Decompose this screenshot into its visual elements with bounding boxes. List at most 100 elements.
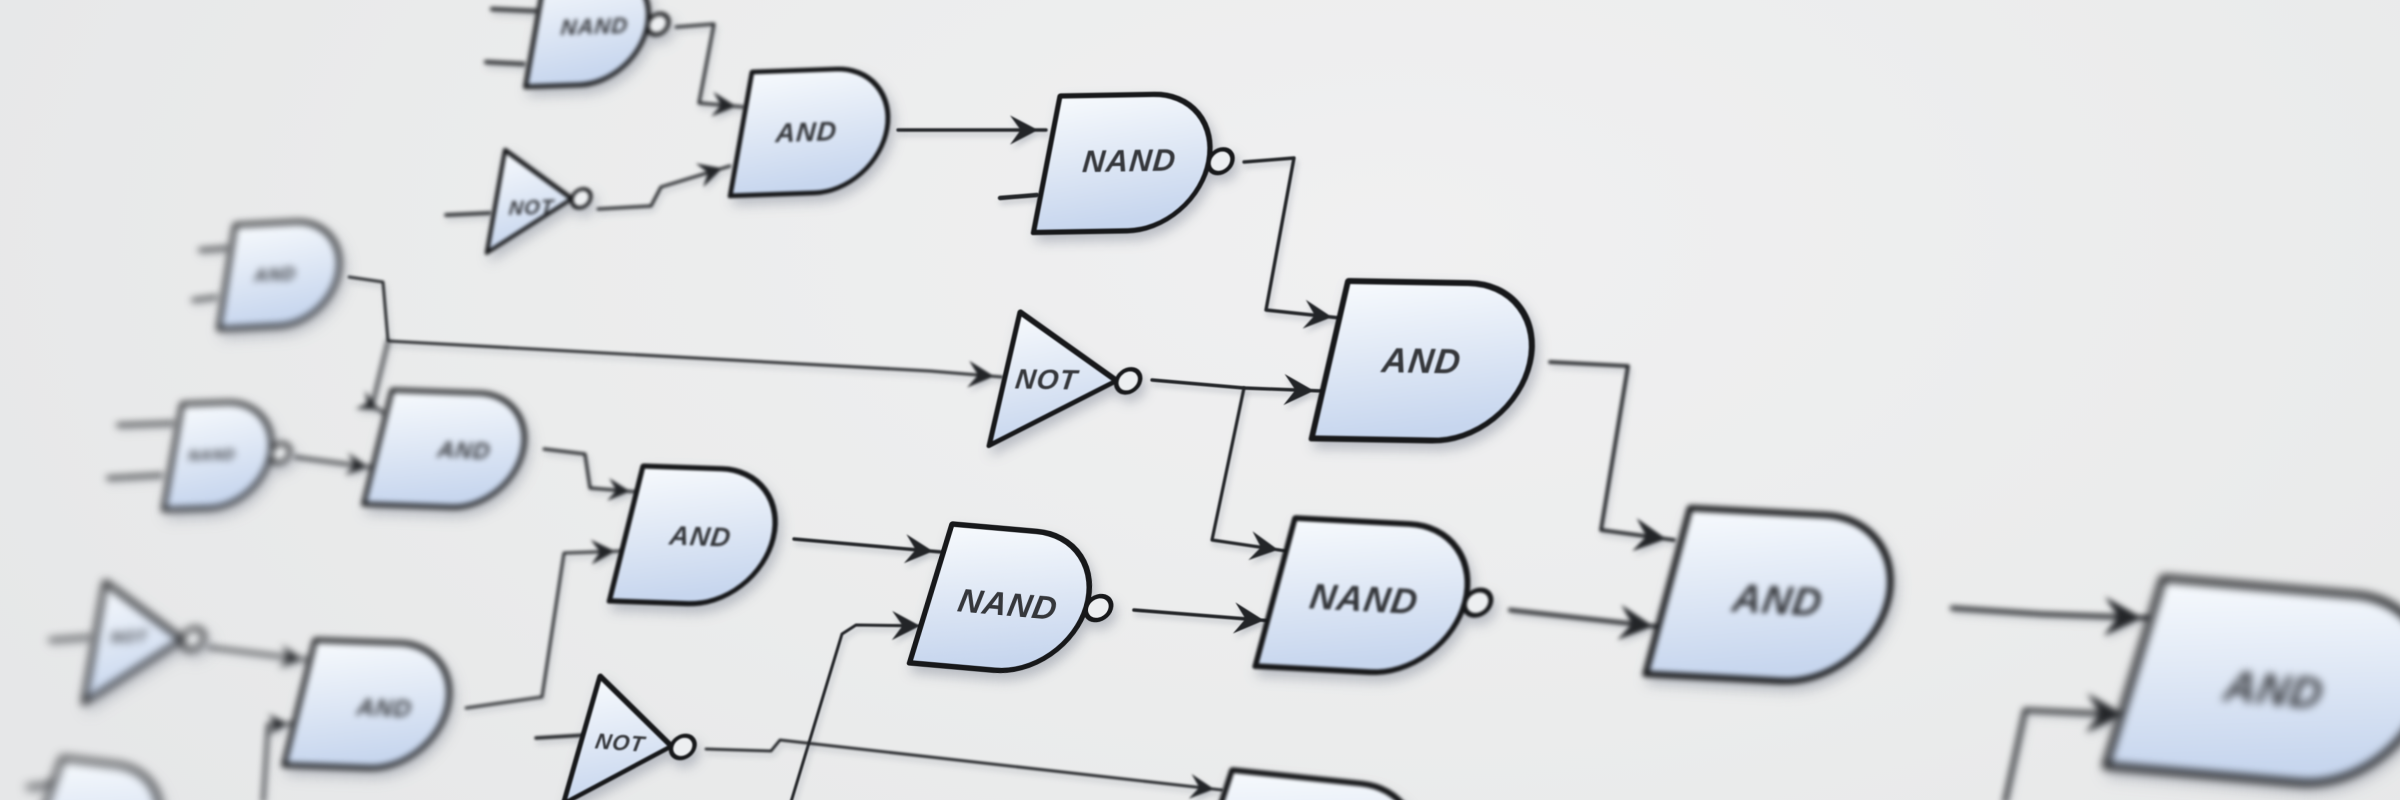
wire-29[interactable] (534, 733, 588, 740)
wire-arrowhead-icon (344, 452, 369, 476)
inverter-bubble-icon (645, 11, 671, 37)
and-gate-body (727, 66, 891, 199)
wire-segment (542, 447, 640, 494)
wire-16[interactable] (464, 539, 625, 710)
wire-segment (490, 7, 539, 13)
wire-arrowhead-icon (1632, 518, 1667, 552)
wire-arrowhead-icon (1302, 299, 1332, 329)
inverter-bubble-icon (1461, 587, 1494, 618)
wire-10[interactable] (198, 246, 230, 252)
and-gate-body (2101, 574, 2400, 787)
wire-3[interactable] (444, 211, 492, 217)
gate-and-8[interactable]: AND (361, 387, 537, 510)
gate-and-13[interactable]: AND (2101, 574, 2400, 794)
and-gate-label: AND (253, 263, 297, 285)
wire-segment (997, 192, 1040, 201)
wire-6[interactable] (997, 192, 1040, 201)
wire-4[interactable] (596, 163, 732, 211)
wire-12[interactable] (116, 421, 176, 427)
wire-30[interactable] (704, 738, 1224, 799)
gate-nand-7[interactable]: NAND (160, 400, 303, 512)
wire-arrowhead-icon (1617, 604, 1654, 640)
nand-gate-label: NAND (1307, 576, 1421, 622)
wire-9[interactable] (355, 339, 390, 415)
wire-segment (444, 211, 492, 217)
wire-arrowhead-icon (1010, 115, 1038, 145)
wire-21[interactable] (790, 610, 930, 800)
wire-arrowhead-icon (1188, 774, 1215, 799)
gate-and-9[interactable]: AND (606, 463, 790, 607)
wire-8[interactable] (347, 275, 1004, 388)
gate-not-5[interactable]: NOT (986, 309, 1155, 449)
wire-19[interactable] (261, 713, 298, 800)
wire-arrowhead-icon (967, 360, 994, 388)
gate-not-3[interactable]: NOT (483, 147, 603, 255)
wire-2[interactable] (674, 22, 746, 117)
wire-layer (26, 7, 2153, 800)
wire-0[interactable] (490, 7, 539, 13)
wire-7[interactable] (1242, 156, 1342, 329)
gate-and-1[interactable]: AND (726, 66, 902, 199)
wire-segment (347, 275, 1004, 379)
nand-gate-label: NAND (1081, 143, 1178, 180)
wire-segment (116, 421, 176, 427)
wire-segment (2003, 707, 2135, 800)
wire-18[interactable] (206, 644, 312, 668)
wire-arrowhead-icon (268, 713, 288, 735)
gate-not-14[interactable]: NOT (80, 578, 219, 706)
gate-nand-11[interactable]: NAND (1252, 515, 1510, 679)
gate-and-6[interactable]: AND (1308, 278, 1548, 444)
inverter-bubble-icon (1083, 593, 1114, 623)
wire-arrowhead-icon (2103, 596, 2142, 636)
and-gate-body (216, 219, 342, 332)
wire-segment (106, 473, 164, 480)
not-gate-body (560, 673, 675, 800)
wire-segment (464, 549, 625, 710)
wire-arrowhead-icon (2085, 693, 2124, 733)
wire-13[interactable] (106, 473, 164, 480)
not-gate-body (81, 579, 185, 706)
wire-arrowhead-icon (590, 539, 615, 565)
wire-1[interactable] (484, 60, 526, 66)
and-gate-label: AND (435, 436, 492, 464)
gate-nand-2[interactable]: NAND (1030, 91, 1248, 236)
wire-11[interactable] (191, 295, 219, 302)
gate-and-15[interactable]: AND (281, 637, 463, 771)
and-gate-body (1642, 504, 1894, 685)
inverter-bubble-icon (268, 441, 292, 465)
gate-nand-0[interactable]: NAND (521, 0, 682, 90)
not-gate-body (484, 147, 575, 255)
wire-20[interactable] (792, 534, 943, 564)
wire-arrowhead-icon (711, 91, 736, 117)
wire-25[interactable] (1548, 360, 1676, 552)
wire-24[interactable] (1210, 386, 1288, 561)
and-gate-label: AND (1728, 577, 1825, 625)
wire-5[interactable] (896, 115, 1048, 145)
wire-17[interactable] (48, 635, 93, 642)
gate-and-17[interactable] (19, 755, 176, 800)
wire-22[interactable] (1132, 602, 1274, 634)
wire-arrowhead-icon (695, 163, 723, 188)
gate-and-12[interactable]: AND (1642, 504, 1910, 687)
wire-23[interactable] (1150, 374, 1324, 406)
wire-26[interactable] (1508, 604, 1663, 640)
wire-14[interactable] (293, 452, 378, 476)
inverter-bubble-icon (1206, 147, 1235, 176)
wire-arrowhead-icon (1232, 602, 1264, 634)
gate-not-16[interactable]: NOT (560, 673, 712, 800)
wire-segment (370, 339, 390, 415)
wire-15[interactable] (542, 447, 640, 501)
gate-and-4[interactable]: AND (213, 219, 352, 332)
wire-arrowhead-icon (903, 534, 933, 564)
not-gate-body (986, 309, 1120, 449)
gate-layer: NAND AND NAND NOT AND NOT AND NAND AND AND NAND NAN… (19, 0, 2400, 800)
inverter-bubble-icon (668, 733, 697, 761)
and-gate-label: AND (667, 520, 734, 553)
wire-27[interactable] (1949, 596, 2153, 636)
wire-28[interactable] (2003, 693, 2135, 800)
gate-nand-10[interactable]: NAND (906, 521, 1132, 681)
and-gate-body (281, 637, 452, 771)
gate-and-18[interactable] (1181, 767, 1436, 800)
